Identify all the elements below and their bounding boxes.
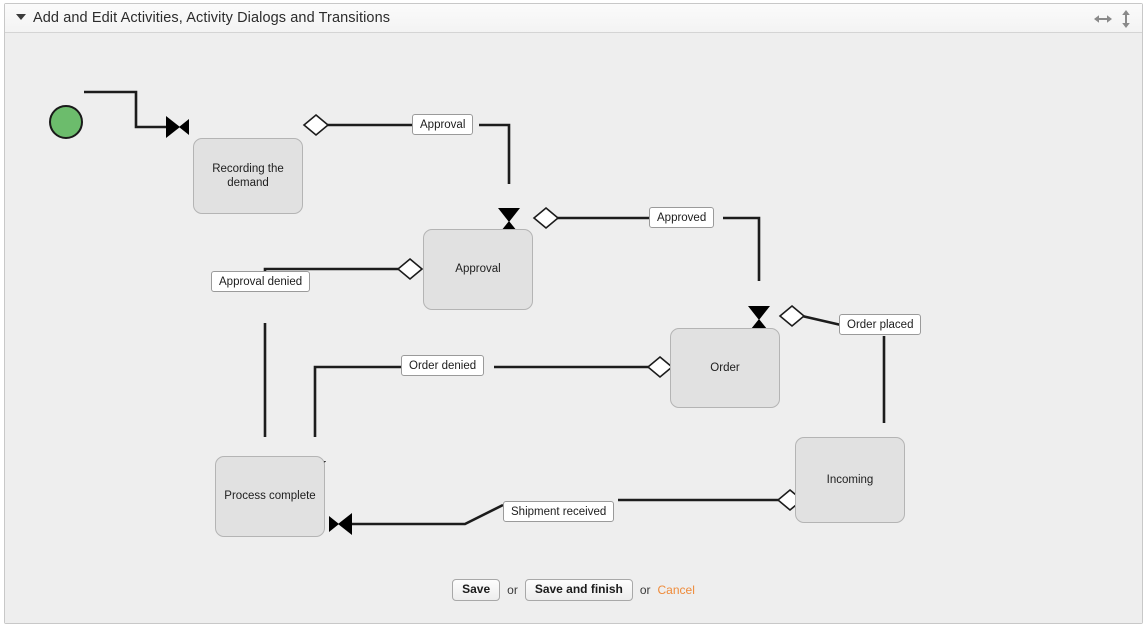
diamond-order-out-placed xyxy=(778,304,806,328)
panel-header: Add and Edit Activities, Activity Dialog… xyxy=(5,4,1142,33)
edge-order-to-order-placed-label xyxy=(801,314,842,327)
panel-header-tools xyxy=(1094,4,1132,33)
transition-label-approval[interactable]: Approval xyxy=(412,114,474,135)
arrowhead-into-recording xyxy=(166,116,189,138)
arrowhead-into-order xyxy=(748,306,770,329)
resize-horizontal-icon[interactable] xyxy=(1094,11,1112,27)
diagram-source-diamonds xyxy=(302,113,806,512)
activity-node-process-complete[interactable]: Process complete xyxy=(215,456,325,537)
activity-node-recording-the-demand[interactable]: Recording the demand xyxy=(193,138,303,214)
edge-approved-label-to-order xyxy=(723,216,761,281)
save-and-finish-button[interactable]: Save and finish xyxy=(524,579,633,602)
diamond-approval-out-denied xyxy=(396,257,424,281)
diagram-edges-layer xyxy=(84,90,895,535)
diamond-recording-out xyxy=(302,113,330,137)
transition-label-shipment-received[interactable]: Shipment received xyxy=(503,501,615,522)
arrowhead-into-approval xyxy=(498,208,520,231)
activity-node-label: Order xyxy=(710,361,740,374)
triangle-down-icon[interactable] xyxy=(16,14,26,20)
diamond-order-out-denied xyxy=(646,355,674,379)
form-actions: Save or Save and finish or Cancel xyxy=(5,579,1142,602)
activity-node-label: Recording the demand xyxy=(212,162,284,189)
arrowhead-into-process-complete-from-shipment xyxy=(329,513,352,535)
or-separator-1: or xyxy=(507,583,518,598)
activity-diagram-canvas[interactable]: Recording the demand Approval Order Inco… xyxy=(5,33,1142,623)
transition-label-order-denied[interactable]: Order denied xyxy=(401,355,485,376)
start-state[interactable] xyxy=(49,105,83,139)
transition-label-text: Order placed xyxy=(847,318,914,331)
edge-approval-label-to-approval xyxy=(479,123,511,184)
diamond-approval-out-approved xyxy=(532,206,560,230)
transition-label-approved[interactable]: Approved xyxy=(649,207,715,228)
activity-node-label: Process complete xyxy=(224,490,316,503)
activity-node-label: Approval xyxy=(455,263,501,276)
transition-label-text: Shipment received xyxy=(511,505,607,518)
activity-node-incoming[interactable]: Incoming xyxy=(795,437,905,523)
edge-start-to-recording xyxy=(84,90,167,129)
activities-panel: Add and Edit Activities, Activity Dialog… xyxy=(4,3,1143,624)
edge-shipment-label-to-process-complete xyxy=(352,503,504,526)
activity-node-label: Incoming xyxy=(826,473,874,486)
cancel-link[interactable]: Cancel xyxy=(657,583,695,598)
transition-label-approval-denied[interactable]: Approval denied xyxy=(211,271,311,292)
transition-label-order-placed[interactable]: Order placed xyxy=(839,314,922,335)
activity-node-order[interactable]: Order xyxy=(670,328,780,408)
activity-node-approval[interactable]: Approval xyxy=(423,229,533,310)
edge-order-denied-label-to-process-complete xyxy=(313,365,401,437)
resize-vertical-icon[interactable] xyxy=(1120,9,1132,28)
transition-label-text: Approval xyxy=(420,118,466,131)
page-title: Add and Edit Activities, Activity Dialog… xyxy=(33,10,391,26)
or-separator-2: or xyxy=(639,583,651,598)
save-button[interactable]: Save xyxy=(452,579,501,602)
transition-label-text: Order denied xyxy=(409,359,477,372)
transition-label-text: Approved xyxy=(657,211,707,224)
transition-label-text: Approval denied xyxy=(219,275,303,288)
